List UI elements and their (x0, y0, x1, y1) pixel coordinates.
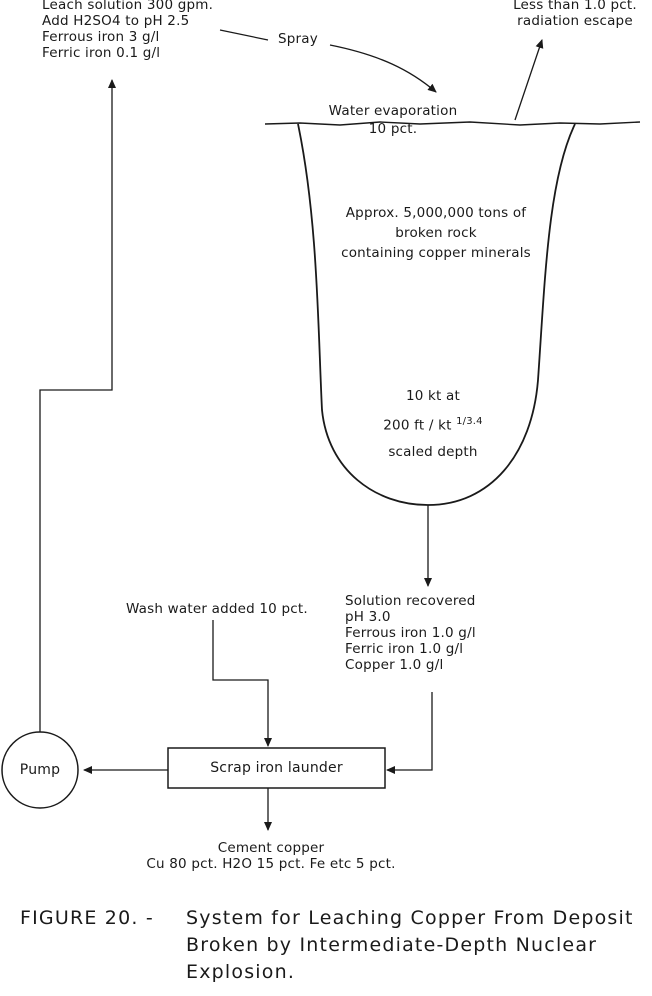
caption-line-1: System for Leaching Copper From Deposit (186, 907, 634, 929)
solution-to-launder-line (386, 692, 433, 774)
figure-caption: FIGURE 20. - System for Leaching Copper … (20, 905, 650, 995)
caption-line-2: Broken by Intermediate-Depth Nuclear (186, 934, 598, 956)
leach-line-1: Leach solution 300 gpm. (42, 0, 214, 13)
crater-outline (297, 123, 576, 506)
spray-leader-line (219, 29, 269, 41)
yield-text: 10 kt at 200 ft / kt 1/3.4 scaled depth (358, 383, 508, 465)
scrap-iron-launder-box (167, 747, 386, 789)
caption-text: System for Leaching Copper From Deposit … (186, 905, 634, 986)
leach-line-3: Ferrous iron 3 g/l (42, 29, 160, 45)
pump-label: Pump (19, 762, 61, 778)
solution-recovered-text: Solution recovered pH 3.0 Ferrous iron 1… (345, 593, 476, 673)
radiation-line-2: radiation escape (517, 13, 633, 29)
cement-line-2: Cu 80 pct. H2O 15 pct. Fe etc 5 pct. (146, 856, 396, 872)
solution-line-4: Ferric iron 1.0 g/l (345, 641, 464, 657)
solution-line-3: Ferrous iron 1.0 g/l (345, 625, 476, 641)
yield-exponent: 1/3.4 (456, 416, 483, 427)
yield-line-3: scaled depth (388, 443, 478, 460)
broken-rock-text: Approx. 5,000,000 tons of broken rock co… (326, 203, 546, 263)
solution-line-5: Copper 1.0 g/l (345, 657, 444, 673)
evaporation-line-1: Water evaporation (328, 103, 458, 119)
spray-arrow (329, 44, 437, 93)
leach-solution-text: Leach solution 300 gpm. Add H2SO4 to pH … (42, 0, 213, 61)
rock-line-3: containing copper minerals (341, 245, 531, 261)
wash-water-text: Wash water added 10 pct. (126, 601, 308, 617)
cement-copper-text: Cement copper Cu 80 pct. H2O 15 pct. Fe … (116, 840, 426, 872)
evaporation-line-2: 10 pct. (368, 121, 418, 137)
water-evaporation-text: Water evaporation 10 pct. (318, 103, 468, 137)
solution-line-2: pH 3.0 (345, 609, 391, 625)
yield-base: 200 ft / kt (383, 417, 452, 434)
rock-line-2: broken rock (395, 225, 477, 241)
solution-line-1: Solution recovered (345, 593, 476, 609)
radiation-line-1: Less than 1.0 pct. (513, 0, 637, 13)
radiation-arrow (514, 39, 544, 121)
scrap-iron-launder-label: Scrap iron launder (210, 760, 343, 776)
wash-water-line (212, 620, 272, 747)
spray-label: Spray (278, 31, 318, 47)
figure-number: FIGURE 20. - (20, 907, 154, 929)
rock-line-1: Approx. 5,000,000 tons of (345, 205, 527, 221)
leach-line-2: Add H2SO4 to pH 2.5 (42, 13, 190, 29)
recycle-line (39, 79, 116, 732)
leach-line-4: Ferric iron 0.1 g/l (42, 45, 161, 61)
cement-line-1: Cement copper (217, 840, 325, 856)
yield-line-1: 10 kt at (405, 388, 461, 404)
ground-surface-line (264, 121, 641, 126)
yield-line-2: 200 ft / kt 1/3.4 (358, 409, 508, 439)
caption-line-3: Explosion. (186, 961, 296, 983)
radiation-escape-text: Less than 1.0 pct. radiation escape (500, 0, 650, 29)
